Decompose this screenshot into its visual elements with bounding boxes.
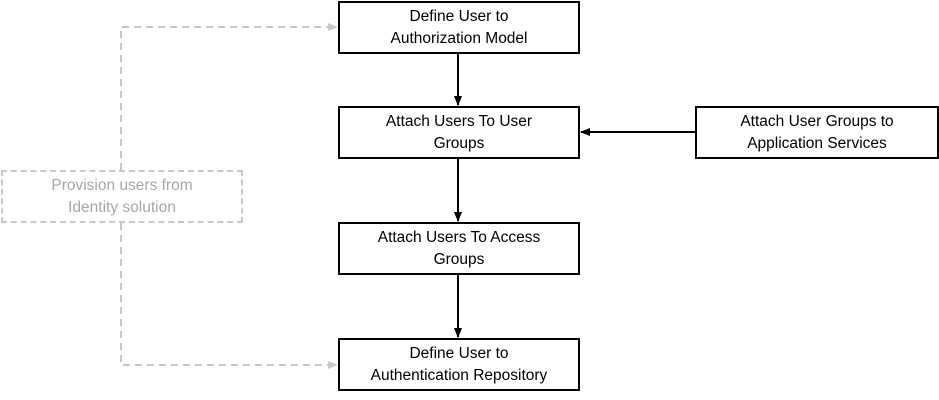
node-label-line: Groups <box>433 250 485 268</box>
node-label: Attach User Groups to Application Servic… <box>740 111 893 155</box>
node-label-line: Application Services <box>747 134 887 152</box>
node-label: Attach Users To Access Groups <box>378 227 541 271</box>
attach-groups-application-services-node: Attach User Groups to Application Servic… <box>695 106 939 159</box>
node-label-line: Attach Users To User <box>385 112 533 130</box>
attach-users-access-groups-node: Attach Users To Access Groups <box>338 222 580 275</box>
node-label-line: Authentication Repository <box>370 366 548 384</box>
provision-users-node: Provision users from Identity solution <box>1 170 243 223</box>
node-label-line: Groups <box>433 134 485 152</box>
node-label-line: Identity solution <box>68 198 176 216</box>
define-user-authorization-node: Define User to Authorization Model <box>338 1 580 54</box>
node-label-line: Attach Users To Access <box>377 228 541 246</box>
node-label: Define User to Authorization Model <box>391 6 528 50</box>
attach-users-user-groups-node: Attach Users To User Groups <box>338 106 580 159</box>
node-label-line: Provision users from <box>51 176 193 194</box>
dashed-arrow-provision-to-authentication <box>120 223 338 369</box>
node-label-line: Define User to <box>409 7 509 25</box>
node-label: Define User to Authentication Repository <box>371 343 548 387</box>
node-label-line: Attach User Groups to <box>740 112 894 130</box>
define-user-authentication-node: Define User to Authentication Repository <box>338 338 580 391</box>
node-label: Provision users from Identity solution <box>51 175 192 219</box>
node-label: Attach Users To User Groups <box>386 111 532 155</box>
node-label-line: Define User to <box>409 344 509 362</box>
dashed-arrow-provision-to-authorization <box>120 23 338 170</box>
node-label-line: Authorization Model <box>390 29 528 47</box>
